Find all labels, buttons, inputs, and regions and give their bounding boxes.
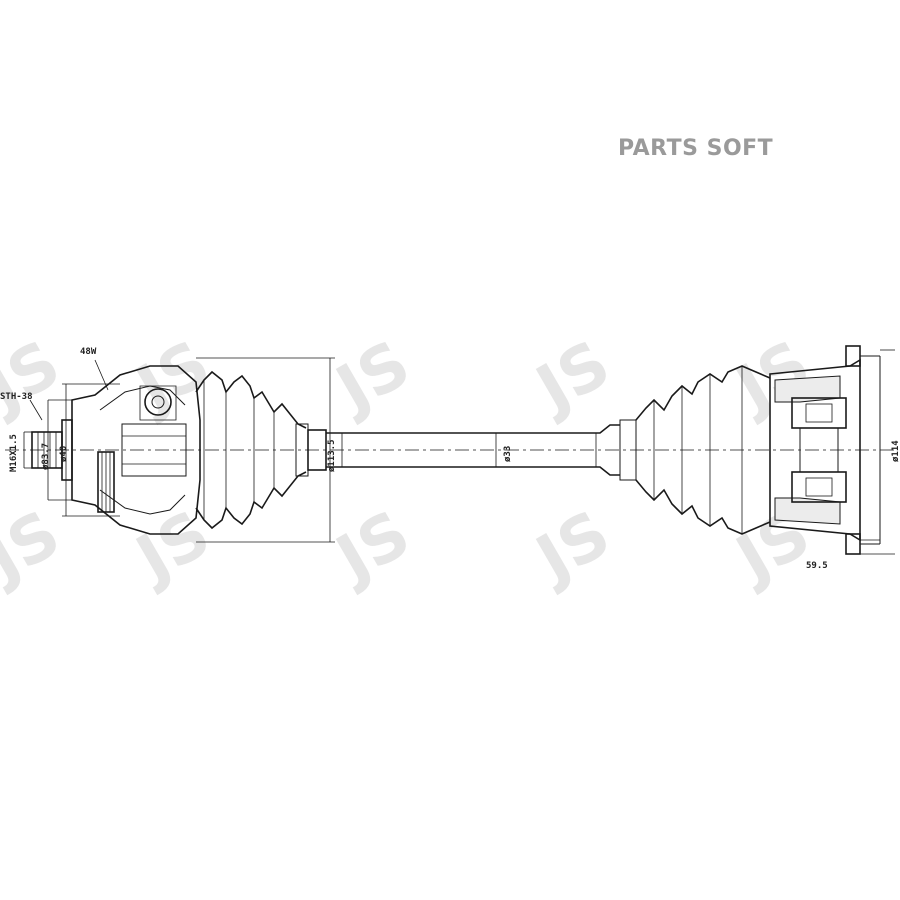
label-spline-count: STH-38 [0, 392, 33, 402]
watermark-layer: JS JS JS JS JS JS JS JS JS JS [0, 327, 823, 598]
label-diameter-shaft: ø33 [503, 446, 513, 462]
label-diameter-right-flange: ø114 [891, 440, 900, 462]
axle-shaft [307, 424, 620, 476]
linework [5, 345, 895, 555]
watermark: JS [322, 497, 423, 598]
watermark: JS [522, 497, 623, 598]
watermark: JS [122, 497, 223, 598]
watermark: JS [522, 327, 623, 428]
right-boot [619, 365, 771, 535]
watermark: JS [322, 327, 423, 428]
label-teeth-count: 48W [80, 347, 97, 357]
left-boot [195, 370, 309, 530]
dimension-lines [23, 349, 895, 555]
label-diameter-boot: ø113.5 [327, 439, 337, 472]
watermark: JS [0, 327, 73, 428]
watermark: JS [0, 497, 73, 598]
label-length-right: 59.5 [806, 561, 828, 571]
label-diameter-inner-left: ø40 [59, 446, 69, 462]
outer-cv-joint [71, 365, 201, 535]
label-diameter-outer-left: ø83.7 [41, 443, 51, 470]
label-thread-size: M16X1.5 [9, 434, 19, 472]
brand-logo-text: PARTS SOFT [618, 136, 774, 161]
